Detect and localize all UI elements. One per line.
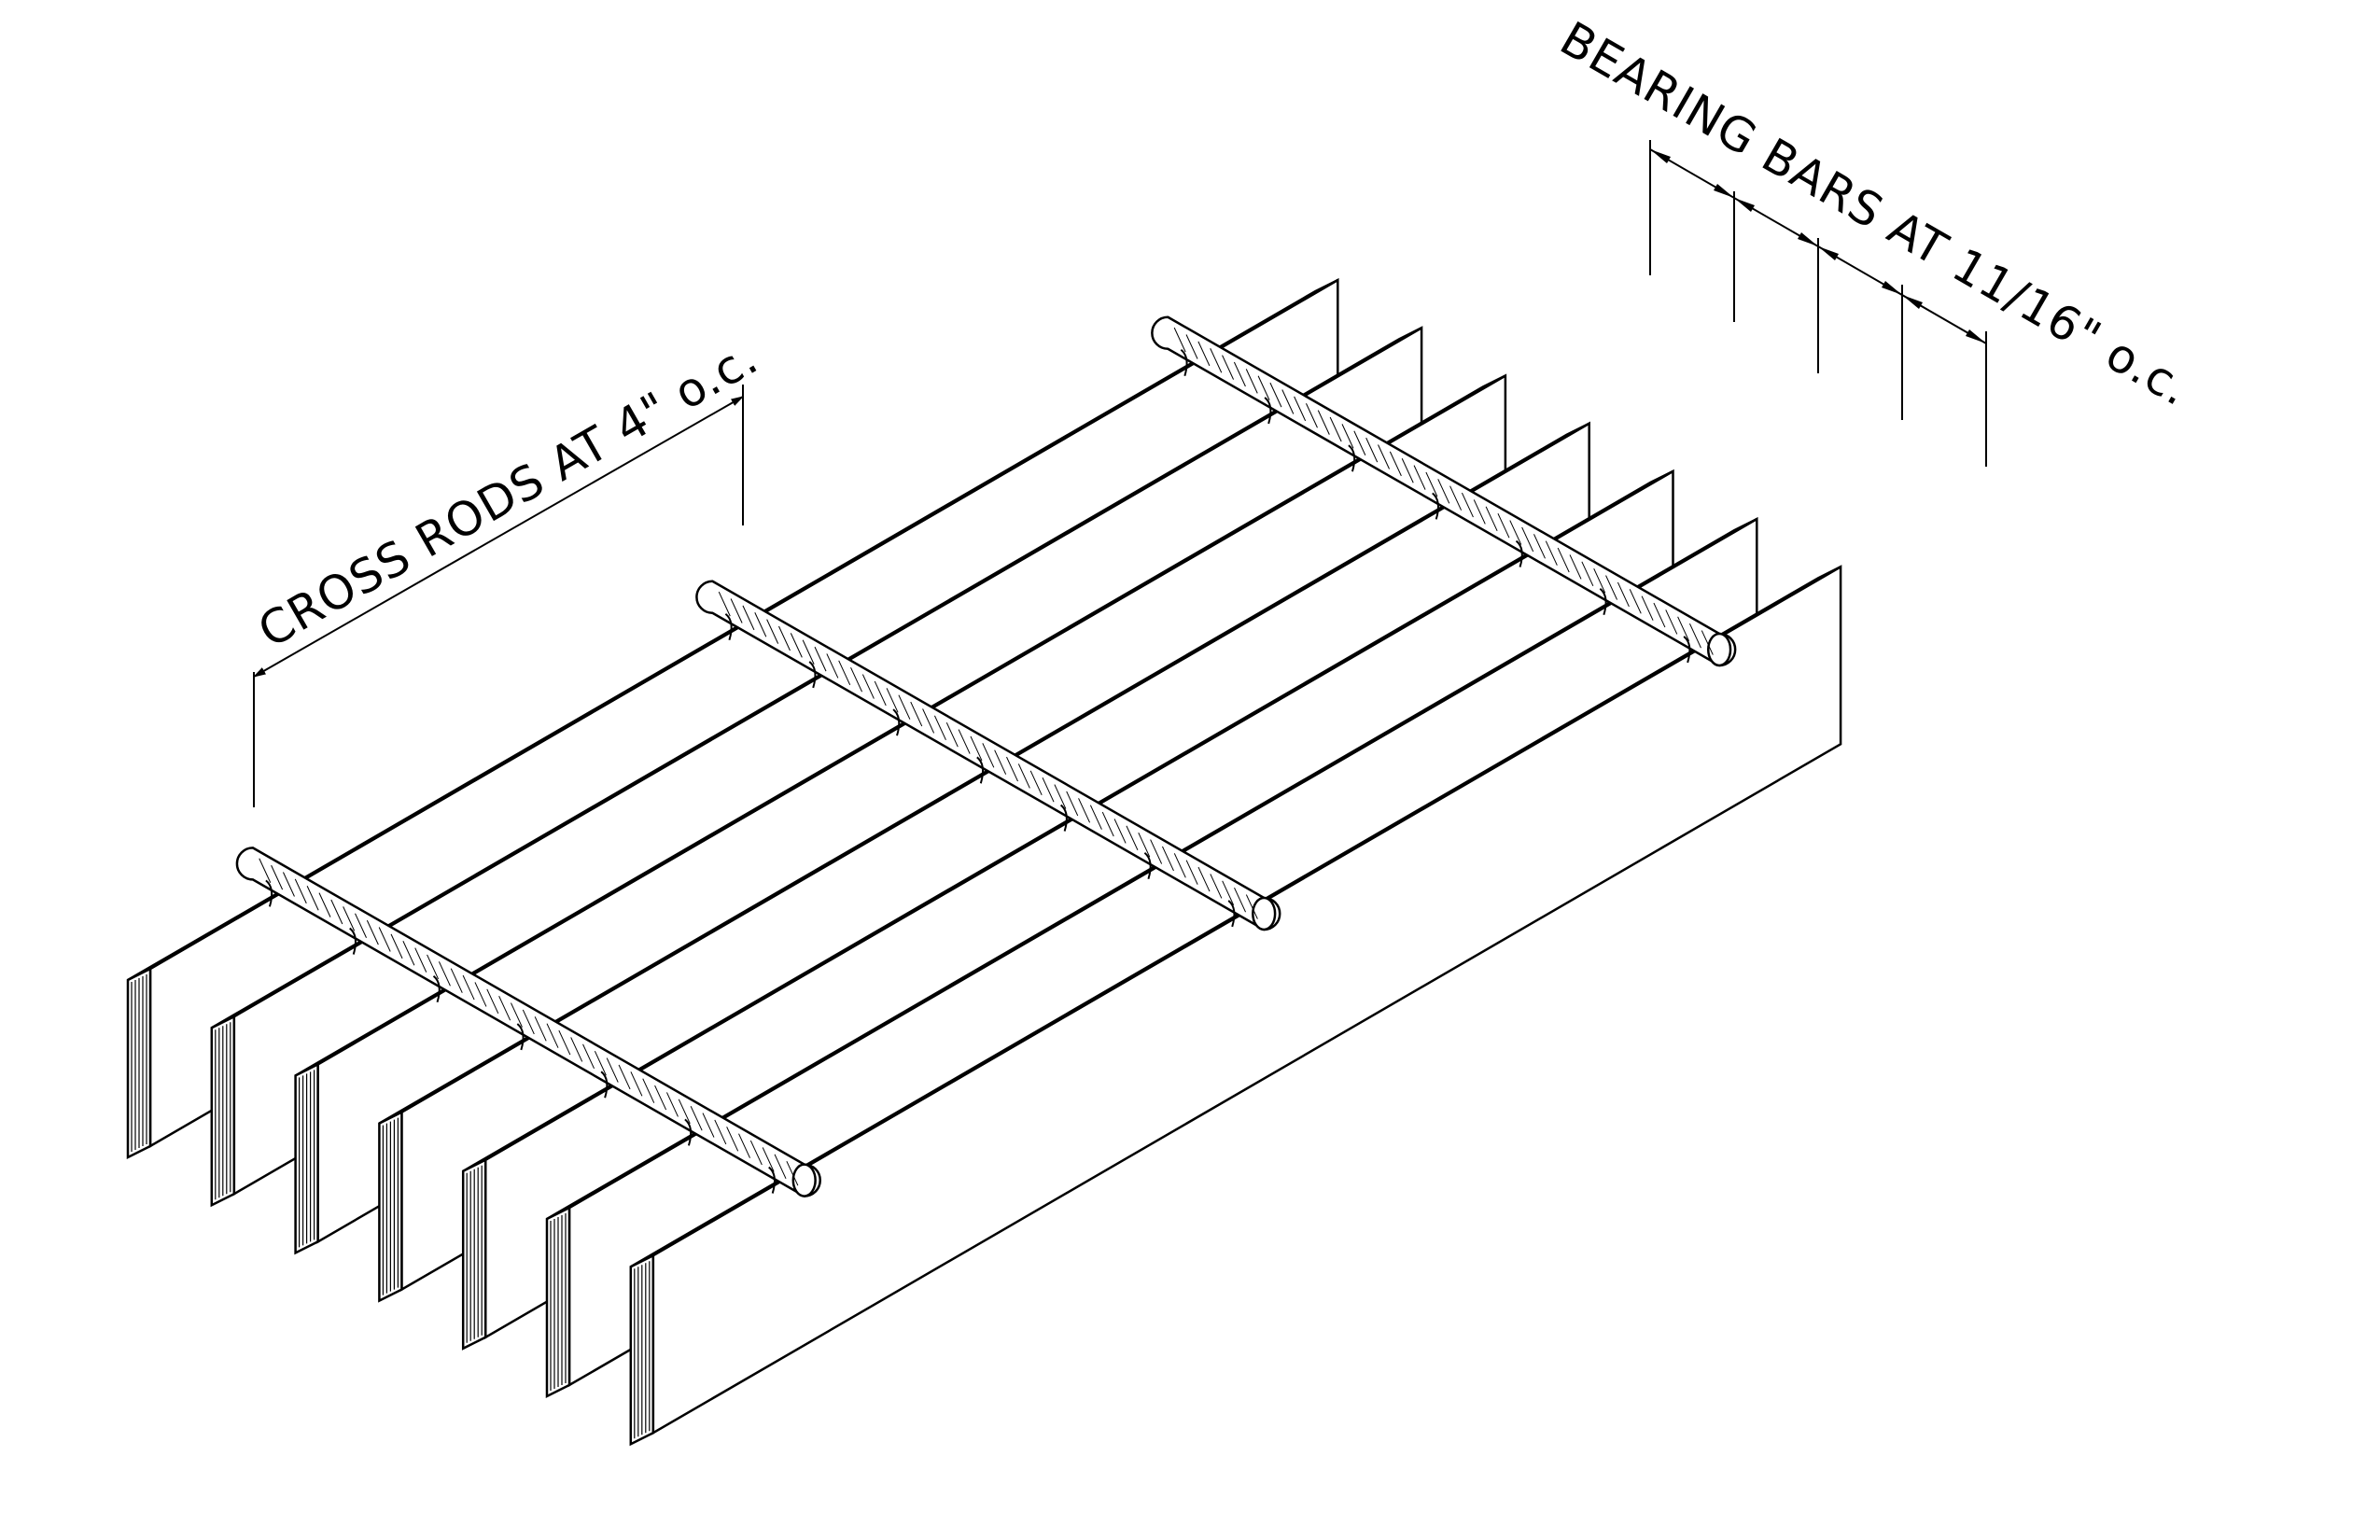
cross-rod <box>235 847 821 1197</box>
cross-rods-dimension <box>252 385 745 807</box>
bearing-bars-arrowheads <box>1650 149 1986 343</box>
bearing-bars-label: BEARING BARS AT 11/16" o.c. <box>1551 11 2199 416</box>
cross-rod <box>695 580 1281 931</box>
cross-rod <box>1151 315 1737 667</box>
cross-rods-dimension-line <box>252 396 745 678</box>
cross-rods-label: CROSS RODS AT 4" o.c. <box>249 330 767 659</box>
bearing-bars-dimension <box>1649 140 1987 467</box>
bar-grating <box>126 277 1842 1447</box>
bearing-bar <box>629 565 1842 1447</box>
